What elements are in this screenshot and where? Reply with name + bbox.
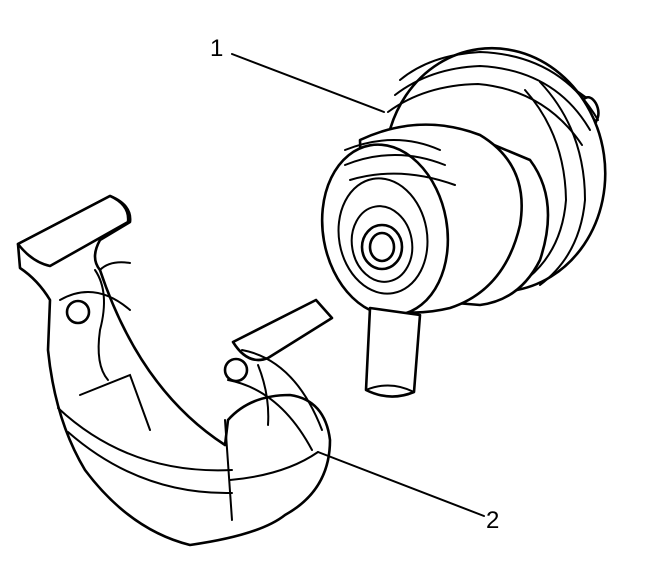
regulator-retainer-clip: [16, 194, 334, 547]
callout-1: 1: [210, 35, 224, 62]
clip-dimples: [65, 269, 270, 426]
fuel-pressure-regulator: [320, 46, 607, 398]
callout-2: 2: [486, 507, 500, 534]
regulator-body: [320, 123, 550, 317]
return-tube: [364, 306, 422, 398]
leader-line-2: [317, 451, 485, 517]
leader-line-1: [231, 53, 385, 113]
fuel-inlet: [360, 223, 404, 271]
